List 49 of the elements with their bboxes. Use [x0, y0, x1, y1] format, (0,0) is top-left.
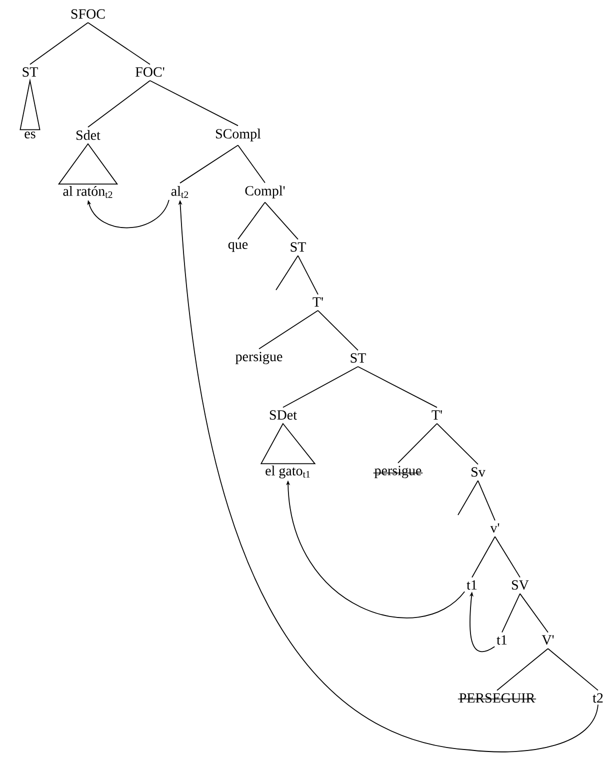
tree-node-label: T' — [312, 297, 323, 307]
tree-branch — [264, 202, 298, 240]
tree-node-label: es — [24, 132, 36, 138]
tree-branch — [496, 648, 548, 691]
tree-node-label: t1 — [496, 635, 507, 645]
tree-branch — [88, 22, 150, 65]
tree-branch — [276, 255, 298, 290]
tree-node-label: SDet — [270, 410, 297, 420]
tree-node-label: T' — [432, 410, 442, 420]
tree-node-label: V' — [542, 635, 554, 645]
tree-node-label: t2 — [592, 693, 603, 703]
tree-node-label: Sdet — [76, 130, 100, 140]
tree-branch — [494, 536, 520, 578]
tree-node-label: SCompl — [216, 128, 261, 142]
tree-branch — [436, 423, 478, 465]
tree-branch — [478, 480, 496, 521]
tree-node-label: ST — [22, 67, 38, 77]
tree-node-label: Compl' — [245, 186, 285, 198]
tree-node-label: al ratón$_{t2}$ — [63, 186, 112, 198]
movement-arrow — [87, 199, 170, 228]
tree-node-label: FOC' — [136, 67, 164, 77]
tree-branch — [502, 593, 520, 633]
tree-branch — [318, 310, 358, 351]
tree-branch — [398, 423, 438, 464]
tree-node-label: Sv — [472, 467, 486, 477]
tree-branch — [150, 80, 238, 126]
tree-branch — [88, 80, 150, 128]
tree-branch — [180, 144, 238, 184]
tree-branch — [548, 648, 598, 691]
tree-node-label: persigue — [236, 352, 282, 364]
tree-node-label: SFOC — [71, 9, 105, 19]
tree-branch — [238, 202, 266, 240]
tree-node-label: v' — [490, 523, 500, 533]
tree-node-label: ST — [290, 242, 306, 252]
tree-branch — [282, 366, 358, 408]
tree-branch — [258, 310, 318, 350]
tree-node-label: t1 — [466, 580, 477, 590]
tree-branch — [238, 144, 266, 184]
tree-branch — [298, 255, 318, 295]
tree-node-label: el gato$_{t1}$ — [266, 466, 310, 478]
tree-branch — [30, 22, 88, 65]
tree-branch — [520, 593, 548, 633]
tree-node-label: ST — [350, 353, 366, 363]
tree-branch — [472, 536, 496, 578]
tree-branch — [458, 480, 478, 516]
tree-node-label: SV — [512, 580, 529, 590]
tree-node-label: al$_{t2}$ — [171, 186, 188, 198]
tree-branch — [358, 366, 438, 408]
tree-node-label: que — [228, 242, 248, 252]
